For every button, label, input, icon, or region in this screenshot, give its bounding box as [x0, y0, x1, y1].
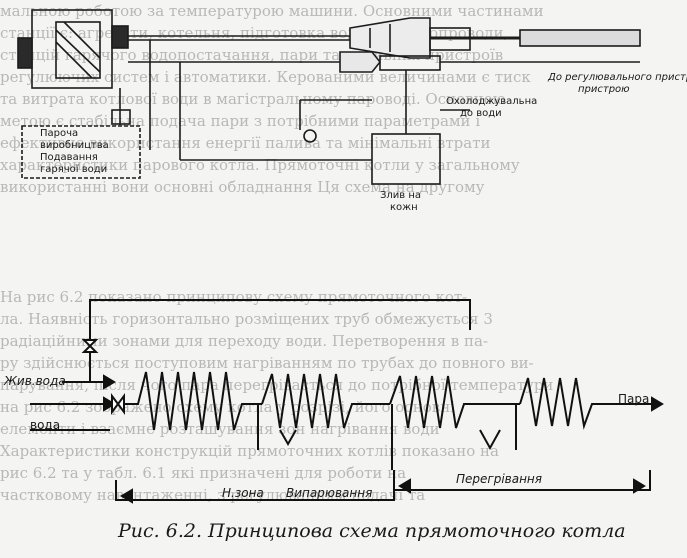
- background-text-bottom: На рис 6.2 показано принципову схему пря…: [0, 286, 687, 506]
- bg-line: регулюючих систем і автоматики. Керовани…: [0, 68, 531, 86]
- valve-box: [111, 109, 131, 125]
- inlet-block: [17, 37, 33, 69]
- label-feed: Подавання: [40, 152, 98, 163]
- top-loop-pipe: [89, 299, 471, 382]
- bg-line: Характеристики конструкцій прямоточних к…: [0, 442, 499, 460]
- outlet-block: [111, 25, 129, 49]
- coil-evaporation-2: [389, 375, 520, 429]
- bg-line: рис 6.2 та у табл. 6.1 які призначені дл…: [0, 464, 407, 482]
- label-hot-water: гарячої води: [40, 164, 108, 175]
- bg-line: використанні вони основні обладнання Ця …: [0, 178, 485, 196]
- bg-line: ру здійснюється поступовим нагріванням п…: [0, 354, 534, 372]
- figure-caption: Рис. 6.2. Принципова схема прямоточного …: [118, 520, 626, 542]
- bg-line: та витрата котлової води в магістральном…: [0, 90, 506, 108]
- label-to-regulating-device: До регулювального пристрою: [548, 72, 687, 83]
- left-box: [21, 125, 141, 179]
- background-text-top: мальною роботою за температурою машини. …: [0, 0, 687, 198]
- shaft-housing: [519, 29, 641, 47]
- label-feed-water: Жив.вода: [4, 374, 66, 388]
- label-steam: Пара: [618, 392, 650, 406]
- bg-line: ла. Наявність горизонтально розміщених т…: [0, 310, 493, 328]
- bg-line: радіаційними зонами для переходу води. П…: [0, 332, 489, 350]
- coil-heating: [124, 371, 262, 431]
- bg-line: характеристики парового котла. Прямоточн…: [0, 156, 520, 174]
- coil-superheating: [519, 377, 612, 430]
- bracket-superheating: [393, 470, 651, 491]
- bg-line: ефективне використання енергії палива та…: [0, 134, 491, 152]
- coil-evaporation: [261, 373, 390, 429]
- bg-line: мальною роботою за температурою машини. …: [0, 2, 544, 20]
- label-return-water-2: кожн: [390, 202, 418, 213]
- label-productivity: виробництва: [40, 140, 109, 151]
- label-pump-station: Пароча: [40, 128, 79, 139]
- label-zone-heating: Н.зона: [222, 486, 264, 500]
- label-zone-evaporation: Випарювання: [286, 486, 373, 500]
- label-to-regulating-device-2: пристрою: [578, 84, 630, 95]
- bg-line: На рис 6.2 показано принципову схему пря…: [0, 288, 468, 306]
- generator: [429, 27, 471, 51]
- label-reference: Охолоджувальна: [446, 96, 538, 107]
- label-zone-superheating: Перегрівання: [456, 472, 542, 486]
- label-reference-2: до води: [460, 108, 502, 119]
- water-valve: [111, 393, 125, 415]
- bg-line: елементи і взаємне розташування зон нагр…: [0, 420, 440, 438]
- label-water: вода: [30, 418, 61, 432]
- furnace-inner: [55, 21, 101, 79]
- label-return-water: Злив на: [380, 190, 422, 201]
- top-valve: [81, 339, 99, 353]
